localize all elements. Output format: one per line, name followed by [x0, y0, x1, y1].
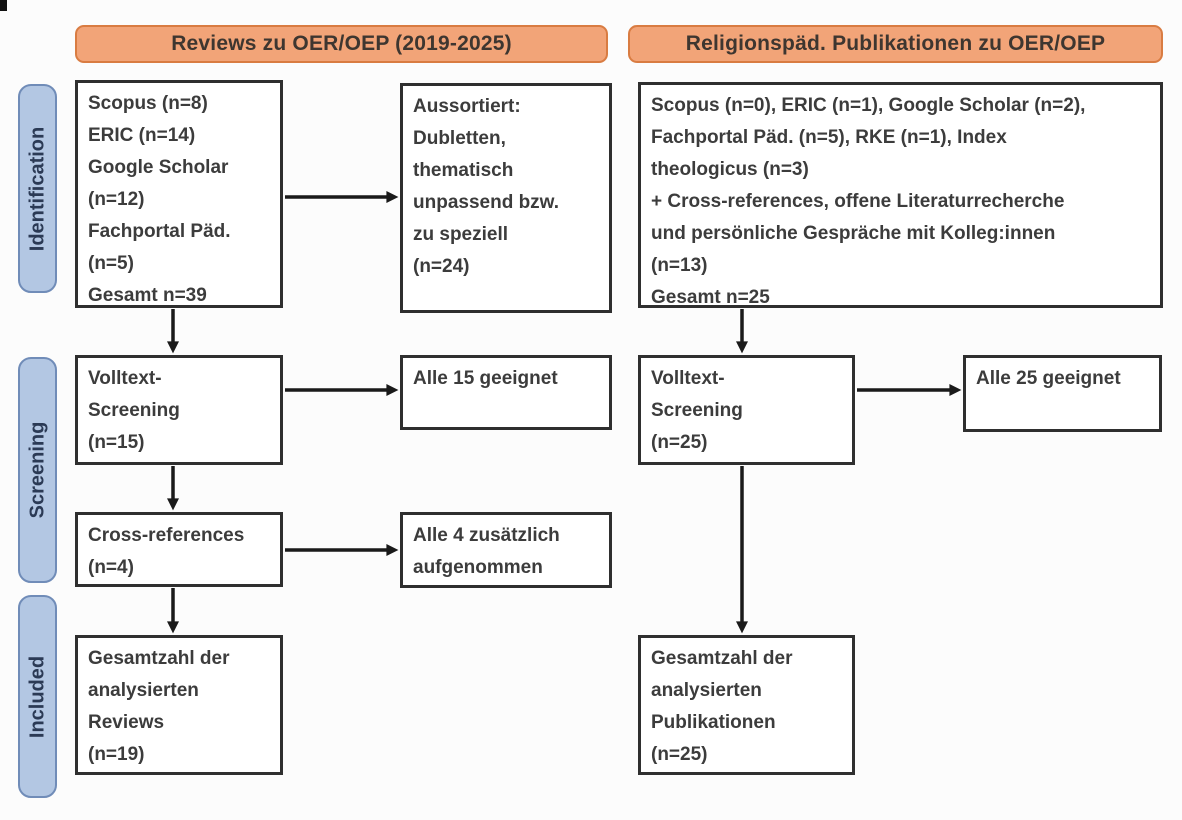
column-header-reviews-label: Reviews zu OER/OEP (2019-2025): [171, 32, 512, 55]
stage-label-identification: Identification: [18, 84, 57, 293]
box-line: Scopus (n=8): [88, 93, 208, 114]
crop-artifact: [0, 0, 7, 11]
box-line: zu speziell: [413, 224, 509, 245]
box-line: Gesamt n=39: [88, 285, 207, 306]
box-reviews-excluded: Aussortiert: Dubletten, thematisch unpassen…: [400, 83, 612, 313]
box-religionspaed-sources: Scopus (n=0), ERIC (n=1), Google Scholar…: [638, 82, 1163, 308]
box-line: und persönliche Gespräche mit Kolleg:inn…: [651, 223, 1056, 244]
box-line: Volltext-: [651, 368, 725, 389]
box-line: + Cross-references, offene Literaturrech…: [651, 191, 1065, 212]
box-religionspaed-fulltext-result: Alle 25 geeignet: [963, 355, 1162, 432]
box-line: thematisch: [413, 160, 514, 181]
box-line: (n=19): [88, 744, 145, 765]
box-line: (n=25): [651, 744, 708, 765]
box-line: Scopus (n=0), ERIC (n=1), Google Scholar…: [651, 95, 1086, 116]
stage-label-identification-text: Identification: [26, 126, 48, 251]
stage-label-included: Included: [18, 595, 57, 798]
stage-label-screening: Screening: [18, 357, 57, 583]
box-line: Screening: [651, 400, 743, 421]
box-line: Reviews: [88, 712, 165, 733]
box-line: Alle 25 geeignet: [976, 368, 1121, 389]
box-line: aufgenommen: [413, 557, 543, 578]
box-line: (n=5): [88, 253, 134, 274]
box-line: (n=4): [88, 557, 134, 578]
box-reviews-sources: Scopus (n=8) ERIC (n=14) Google Scholar (n=…: [75, 80, 283, 308]
box-reviews-crossref-result: Alle 4 zusätzlich aufgenommen: [400, 512, 612, 588]
box-line: (n=15): [88, 432, 145, 453]
box-line: Alle 4 zusätzlich: [413, 525, 560, 546]
box-line: Publikationen: [651, 712, 776, 733]
box-line: Volltext-: [88, 368, 162, 389]
box-line: theologicus (n=3): [651, 159, 809, 180]
box-reviews-crossreferences: Cross-references (n=4): [75, 512, 283, 587]
box-line: Gesamtzahl der: [88, 648, 230, 669]
box-line: unpassend bzw.: [413, 192, 560, 213]
box-line: (n=13): [651, 255, 708, 276]
box-line: Google Scholar: [88, 157, 229, 178]
box-religionspaed-fulltext-screening: Volltext- Screening (n=25): [638, 355, 855, 465]
box-line: analysierten: [88, 680, 199, 701]
box-line: Screening: [88, 400, 180, 421]
box-line: Aussortiert:: [413, 96, 521, 117]
box-line: Gesamtzahl der: [651, 648, 793, 669]
column-header-religionspaed: Religionspäd. Publikationen zu OER/OEP: [628, 25, 1163, 63]
box-line: Cross-references: [88, 525, 245, 546]
box-reviews-fulltext-screening: Volltext- Screening (n=15): [75, 355, 283, 465]
box-line: Dubletten,: [413, 128, 506, 149]
box-line: ERIC (n=14): [88, 125, 196, 146]
box-line: Fachportal Päd.: [88, 221, 231, 242]
column-header-religionspaed-label: Religionspäd. Publikationen zu OER/OEP: [685, 32, 1106, 55]
column-header-reviews: Reviews zu OER/OEP (2019-2025): [75, 25, 608, 63]
box-line: (n=25): [651, 432, 708, 453]
box-reviews-fulltext-result: Alle 15 geeignet: [400, 355, 612, 430]
box-line: (n=24): [413, 256, 470, 277]
box-line: (n=12): [88, 189, 145, 210]
box-line: Alle 15 geeignet: [413, 368, 558, 389]
box-line: Gesamt n=25: [651, 287, 770, 308]
stage-label-included-text: Included: [26, 655, 48, 738]
stage-label-screening-text: Screening: [26, 421, 48, 519]
box-line: Fachportal Päd. (n=5), RKE (n=1), Index: [651, 127, 1007, 148]
box-line: analysierten: [651, 680, 762, 701]
